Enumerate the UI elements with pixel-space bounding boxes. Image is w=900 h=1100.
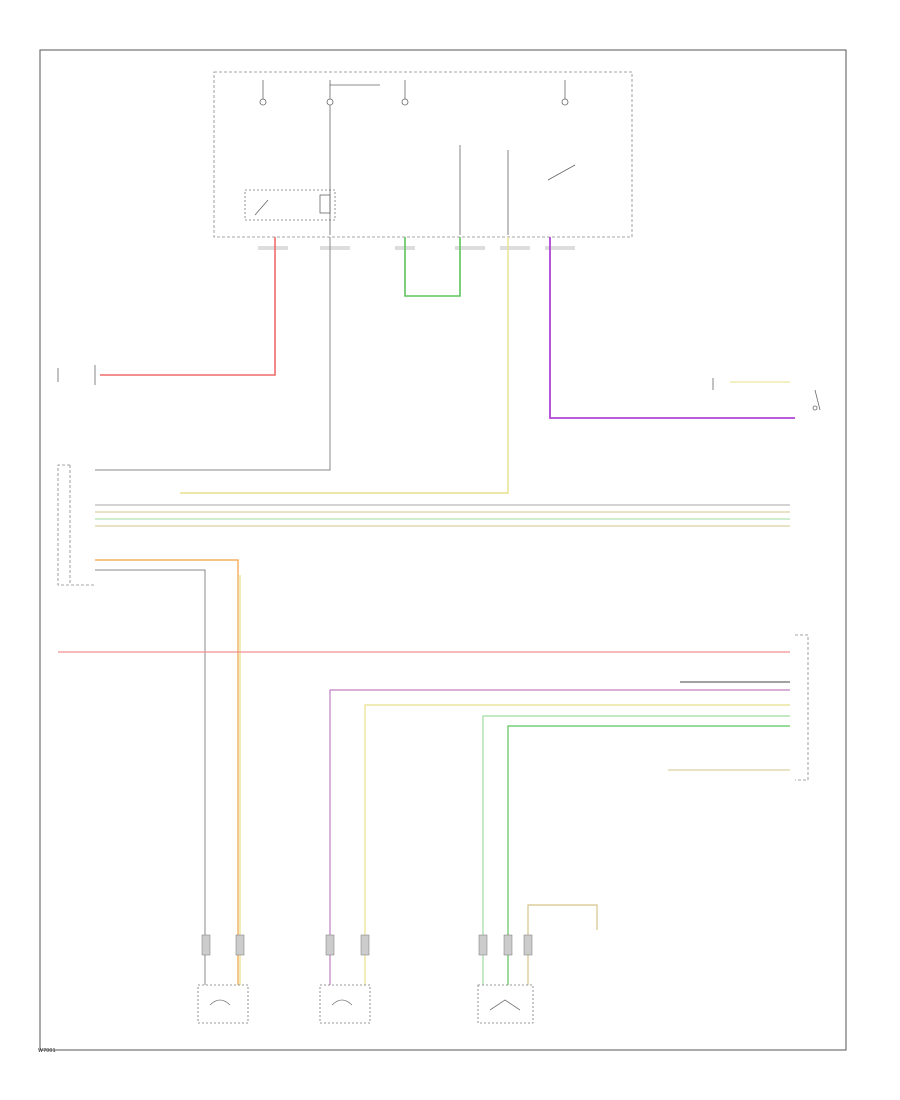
red-wire	[100, 237, 276, 376]
violet-wire	[549, 237, 795, 419]
green-loop-wire	[404, 237, 461, 297]
green-sensor-wire-1	[482, 715, 790, 985]
fuse-icon	[259, 80, 267, 106]
climate-control-module	[57, 464, 95, 586]
gray-wire	[95, 237, 331, 471]
sensor-icon	[197, 984, 249, 1024]
diagram-code: W7001	[38, 1048, 56, 1054]
relay-icon	[244, 189, 336, 221]
gray-sensor-wire	[95, 569, 206, 985]
sensor-icon	[319, 984, 371, 1024]
blower-control-module	[795, 634, 809, 781]
violet-sensor-wire	[329, 689, 790, 985]
sensor-icon	[477, 984, 534, 1024]
orange-wire	[95, 559, 239, 985]
connector-row	[258, 246, 575, 250]
pressure-switch	[712, 378, 821, 411]
connector-icon	[201, 934, 533, 956]
yellow-wire	[180, 237, 509, 494]
fuse-icon	[401, 80, 409, 106]
fuse-icon	[326, 80, 334, 106]
yellow-sensor-wire	[364, 704, 790, 985]
fuse-relay-box	[213, 71, 633, 238]
fuse-icon	[561, 80, 569, 106]
tan-wire	[527, 904, 598, 985]
diagram-border	[39, 49, 847, 1051]
green-sensor-wire-2	[507, 725, 790, 985]
